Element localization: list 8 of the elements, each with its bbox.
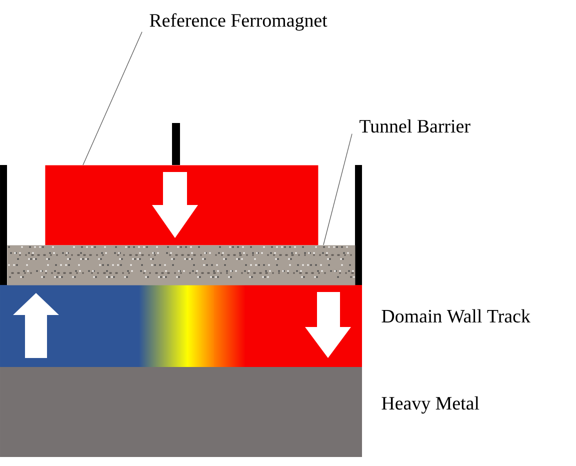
callout-label: Reference Ferromagnet — [150, 13, 328, 31]
leader-line — [82, 32, 142, 166]
layer-label: Heavy Metal — [382, 396, 480, 414]
leader-line — [323, 134, 352, 246]
tunnel-barrier-layer — [7, 245, 356, 286]
callout-label: Tunnel Barrier — [360, 119, 470, 133]
layer-label: Domain Wall Track — [382, 309, 530, 323]
reference-layer — [45, 165, 318, 246]
